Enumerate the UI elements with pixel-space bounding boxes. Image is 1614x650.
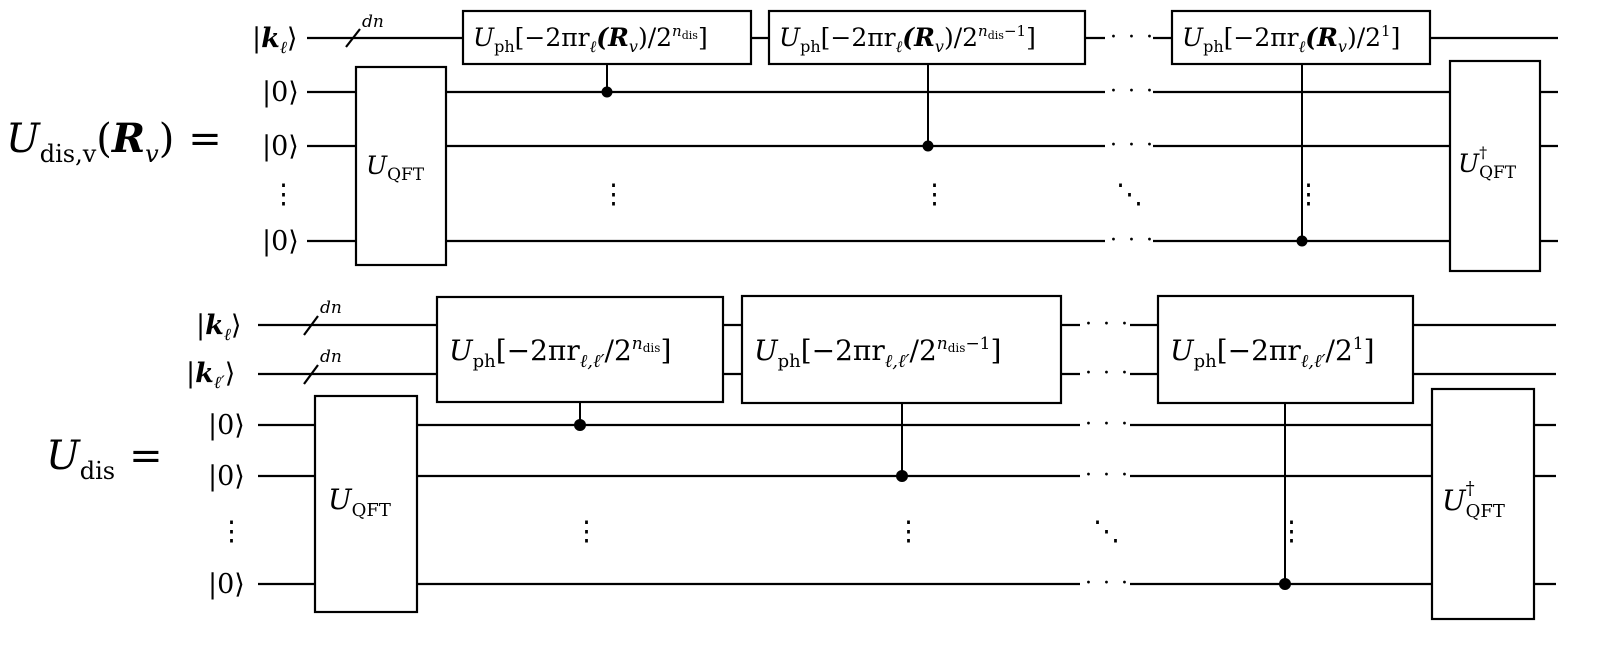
bottom-hdots-k1: · · · xyxy=(1085,312,1130,337)
bottom-control-dot-3 xyxy=(1279,578,1291,590)
top-control-dot-2 xyxy=(922,140,934,152)
bottom-vdots-gate-1: ⋮ xyxy=(573,516,600,547)
top-control-dot-1 xyxy=(601,86,613,98)
bottom-register-slash-2 xyxy=(303,364,319,385)
top-qft-gate xyxy=(354,65,448,267)
bottom-qubit-label-0a: |0⟩ xyxy=(208,410,245,441)
top-hdots-q2: · · · xyxy=(1110,133,1155,158)
bottom-phase-gate-2 xyxy=(740,294,1063,405)
top-hdots-q1: · · · xyxy=(1110,79,1155,104)
top-phase-gate-3 xyxy=(1170,9,1432,66)
top-register-slash xyxy=(345,28,361,48)
top-ddots: ⋱ xyxy=(1116,179,1143,210)
bottom-qubit-label-0b: |0⟩ xyxy=(208,461,245,492)
top-hdots-q3: · · · xyxy=(1110,228,1155,253)
top-qft-gate-label: UQFT xyxy=(366,151,425,185)
bottom-qft-gate xyxy=(313,394,419,614)
top-vdots-gate-3: ⋮ xyxy=(1295,179,1322,210)
bottom-vdots-gate-2: ⋮ xyxy=(895,516,922,547)
top-phase-gate-2 xyxy=(767,9,1087,66)
bottom-register-label-2: dn xyxy=(320,347,342,367)
top-vdots-gate-1: ⋮ xyxy=(600,179,627,210)
bottom-qubit-label-vdots: ⋮ xyxy=(218,516,245,547)
bottom-phase-gate-1-label: Uph[−2πrℓ,ℓ′/2ndis] xyxy=(449,334,671,372)
top-hdots-k: · · · xyxy=(1110,25,1155,50)
bottom-control-dot-2 xyxy=(896,470,908,482)
top-phase-gate-3-label: Uph[−2πrℓ(Rv)/21] xyxy=(1182,22,1400,56)
bottom-qubit-label-k1: |kℓ⟩ xyxy=(196,310,241,345)
bottom-qft-gate-label: UQFT xyxy=(328,483,391,521)
top-qubit-label-0c: |0⟩ xyxy=(262,226,299,257)
top-qubit-label-k: |kℓ⟩ xyxy=(252,23,297,58)
bottom-qft-dagger-gate xyxy=(1430,387,1536,621)
bottom-qft-dagger-gate-label: U†QFT xyxy=(1442,478,1505,522)
bottom-control-dot-1 xyxy=(574,419,586,431)
bottom-hdots-q1: · · · xyxy=(1085,412,1130,437)
top-lhs-equation: Udis,v(Rv)= xyxy=(6,115,222,168)
bottom-qubit-label-k2: |kℓ′⟩ xyxy=(186,358,235,393)
bottom-circuit: Udis= |kℓ⟩ |kℓ′⟩ |0⟩ |0⟩ ⋮ |0⟩ dn dn UQF… xyxy=(46,294,1556,621)
top-phase-gate-1-label: Uph[−2πrℓ(Rv)/2ndis] xyxy=(473,22,708,56)
top-vdots-gate-2: ⋮ xyxy=(921,179,948,210)
bottom-lhs-equation: Udis= xyxy=(46,433,163,485)
bottom-phase-gate-3-label: Uph[−2πrℓ,ℓ′/21] xyxy=(1170,334,1375,372)
top-qft-dagger-gate-label: U†QFT xyxy=(1458,143,1517,183)
top-qft-dagger-gate xyxy=(1448,59,1542,273)
top-phase-gate-1 xyxy=(461,9,753,66)
bottom-hdots-q2: · · · xyxy=(1085,463,1130,488)
bottom-qubit-label-0c: |0⟩ xyxy=(208,569,245,600)
bottom-hdots-q3: · · · xyxy=(1085,571,1130,596)
bottom-phase-gate-1 xyxy=(435,295,725,404)
bottom-vdots-gate-3: ⋮ xyxy=(1278,516,1305,547)
bottom-hdots-k2: · · · xyxy=(1085,361,1130,386)
top-phase-gate-2-label: Uph[−2πrℓ(Rv)/2ndis−1] xyxy=(779,22,1036,56)
bottom-ddots: ⋱ xyxy=(1093,516,1120,547)
bottom-phase-gate-2-label: Uph[−2πrℓ,ℓ′/2ndis−1] xyxy=(754,334,1001,372)
bottom-phase-gate-3 xyxy=(1156,294,1415,405)
top-qubit-label-0a: |0⟩ xyxy=(262,77,299,108)
top-qubit-label-vdots: ⋮ xyxy=(270,179,297,210)
top-control-dot-3 xyxy=(1296,235,1308,247)
top-circuit: Udis,v(Rv)= |kℓ⟩ |0⟩ |0⟩ ⋮ |0⟩ dn UQFT xyxy=(6,9,1558,273)
bottom-register-label-1: dn xyxy=(320,298,342,318)
top-register-label: dn xyxy=(362,12,384,32)
bottom-register-slash-1 xyxy=(303,315,319,336)
top-qubit-label-0b: |0⟩ xyxy=(262,131,299,162)
top-wires xyxy=(307,36,1558,243)
